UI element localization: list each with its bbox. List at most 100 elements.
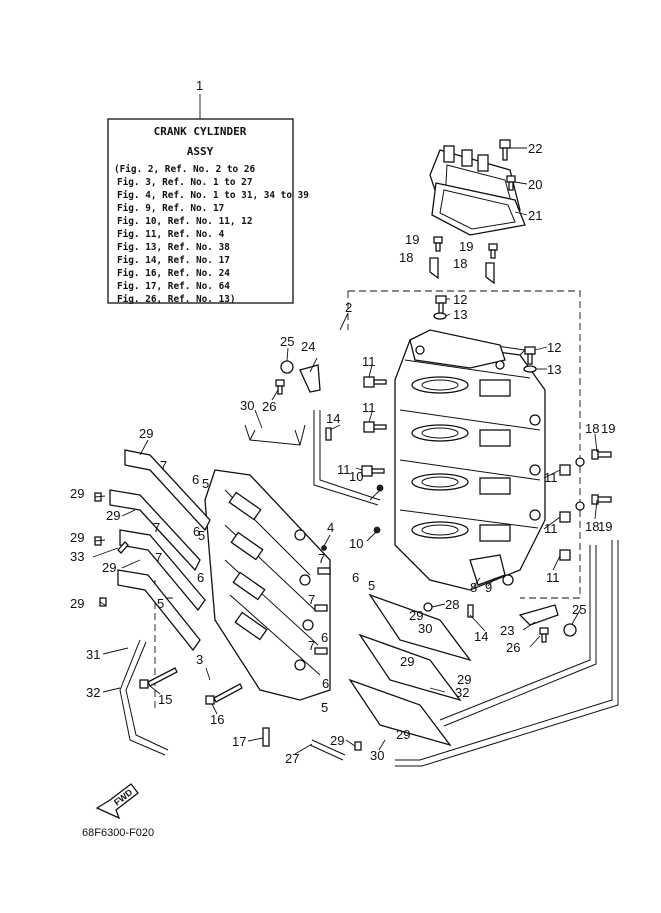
callout-15: 15 [158, 692, 172, 707]
cover-gasket [431, 182, 526, 236]
callout-5: 5 [368, 578, 375, 593]
callout-11: 11 [544, 470, 558, 485]
callout-13: 13 [453, 307, 467, 322]
reference-line: Fig. 16, Ref. No. 24 [117, 268, 230, 279]
callout-11: 11 [546, 570, 560, 585]
callout-29: 29 [70, 596, 84, 611]
callout-18: 18 [585, 519, 599, 534]
callout-9: 9 [485, 580, 492, 595]
callout-29: 29 [330, 733, 344, 748]
callout-29: 29 [409, 608, 423, 623]
callout-21: 21 [528, 208, 542, 223]
callout-labels: 1 2 3 4 5 5 5 5 5 6 6 6 6 6 6 7 7 7 7 7 … [70, 78, 615, 766]
callout-7: 7 [308, 592, 315, 607]
bolt-16 [205, 683, 243, 705]
callout-2: 2 [345, 300, 352, 315]
reference-line: Fig. 17, Ref. No. 64 [117, 281, 230, 292]
gasket-set-left [109, 449, 211, 652]
callout-29: 29 [70, 486, 84, 501]
bracket-18-right [485, 262, 495, 285]
callout-12: 12 [547, 340, 561, 355]
callout-14: 14 [474, 629, 488, 644]
callout-33: 33 [70, 549, 84, 564]
callout-7: 7 [153, 520, 160, 535]
pipe-left [119, 639, 169, 756]
reference-box-title-line2: ASSY [187, 145, 214, 158]
callout-5: 5 [202, 476, 209, 491]
callout-28: 28 [445, 597, 459, 612]
callout-11: 11 [337, 462, 351, 477]
reference-line: Fig. 11, Ref. No. 4 [117, 229, 225, 240]
callout-18: 18 [453, 256, 467, 271]
crankcase-cylinder-block [394, 329, 546, 591]
callout-3: 3 [196, 652, 203, 667]
callout-16: 16 [210, 712, 224, 727]
callout-19: 19 [459, 239, 473, 254]
callout-19: 19 [601, 421, 615, 436]
bolt-12-top [435, 295, 447, 314]
reference-line: Fig. 10, Ref. No. 11, 12 [117, 216, 252, 227]
callout-4: 4 [327, 520, 334, 535]
reference-line: Fig. 9, Ref. No. 17 [117, 203, 224, 214]
gasket-set-right [348, 593, 472, 747]
callout-30: 30 [418, 621, 432, 636]
callout-13: 13 [547, 362, 561, 377]
reference-line: Fig. 26, Ref. No. 13) [117, 294, 236, 305]
callout-29: 29 [106, 508, 120, 523]
dowels-10 [373, 484, 384, 534]
callout-6: 6 [322, 676, 329, 691]
callout-29: 29 [102, 560, 116, 575]
callout-18: 18 [585, 421, 599, 436]
callout-5: 5 [157, 596, 164, 611]
bracket-18-left [429, 257, 439, 280]
callout-24: 24 [301, 339, 315, 354]
washer-13-top [433, 312, 447, 320]
drawing-code: 68F6300-F020 [82, 827, 154, 839]
callout-19: 19 [598, 519, 612, 534]
callout-20: 20 [528, 177, 542, 192]
callout-29: 29 [400, 654, 414, 669]
anode-cover-23-right [518, 604, 577, 643]
callout-29: 29 [139, 426, 153, 441]
callout-7: 7 [308, 638, 315, 653]
forward-direction-arrow: FWD [95, 783, 139, 820]
callout-25: 25 [572, 602, 586, 617]
callout-10: 10 [349, 536, 363, 551]
callout-23: 23 [500, 623, 514, 638]
reference-line: Fig. 14, Ref. No. 17 [117, 255, 230, 266]
callout-6: 6 [192, 472, 199, 487]
callout-17: 17 [232, 734, 246, 749]
bolt-22 [499, 139, 511, 161]
crankcase-assembly-outline [154, 290, 581, 710]
callout-5: 5 [198, 528, 205, 543]
pipe-right [395, 540, 619, 767]
reference-line: (Fig. 2, Ref. No. 2 to 26 [114, 164, 255, 175]
bolts-11 [361, 376, 571, 561]
callout-12: 12 [453, 292, 467, 307]
callout-7: 7 [155, 550, 162, 565]
bolt-15 [139, 667, 178, 689]
callout-22: 22 [528, 141, 542, 156]
callout-30: 30 [370, 748, 384, 763]
callout-7: 7 [160, 458, 167, 473]
stud-17 [262, 727, 270, 747]
hose-30 [244, 410, 381, 506]
leader-lines [92, 147, 598, 755]
reference-box: CRANK CYLINDER ASSY (Fig. 2, Ref. No. 2 … [107, 118, 309, 305]
reference-box-title-line1: CRANK CYLINDER [154, 125, 247, 138]
callout-30: 30 [240, 398, 254, 413]
screw-20 [506, 175, 516, 191]
callout-1: 1 [196, 78, 203, 93]
callout-29: 29 [396, 727, 410, 742]
callout-11: 11 [362, 400, 376, 415]
callout-31: 31 [86, 647, 100, 662]
callout-27: 27 [285, 751, 299, 766]
bolt-19-right [488, 243, 498, 259]
reference-line: Fig. 4, Ref. No. 1 to 31, 34 to 39 [117, 190, 309, 201]
callout-6: 6 [197, 570, 204, 585]
callout-29: 29 [70, 530, 84, 545]
callout-6: 6 [321, 630, 328, 645]
callout-26: 26 [506, 640, 520, 655]
